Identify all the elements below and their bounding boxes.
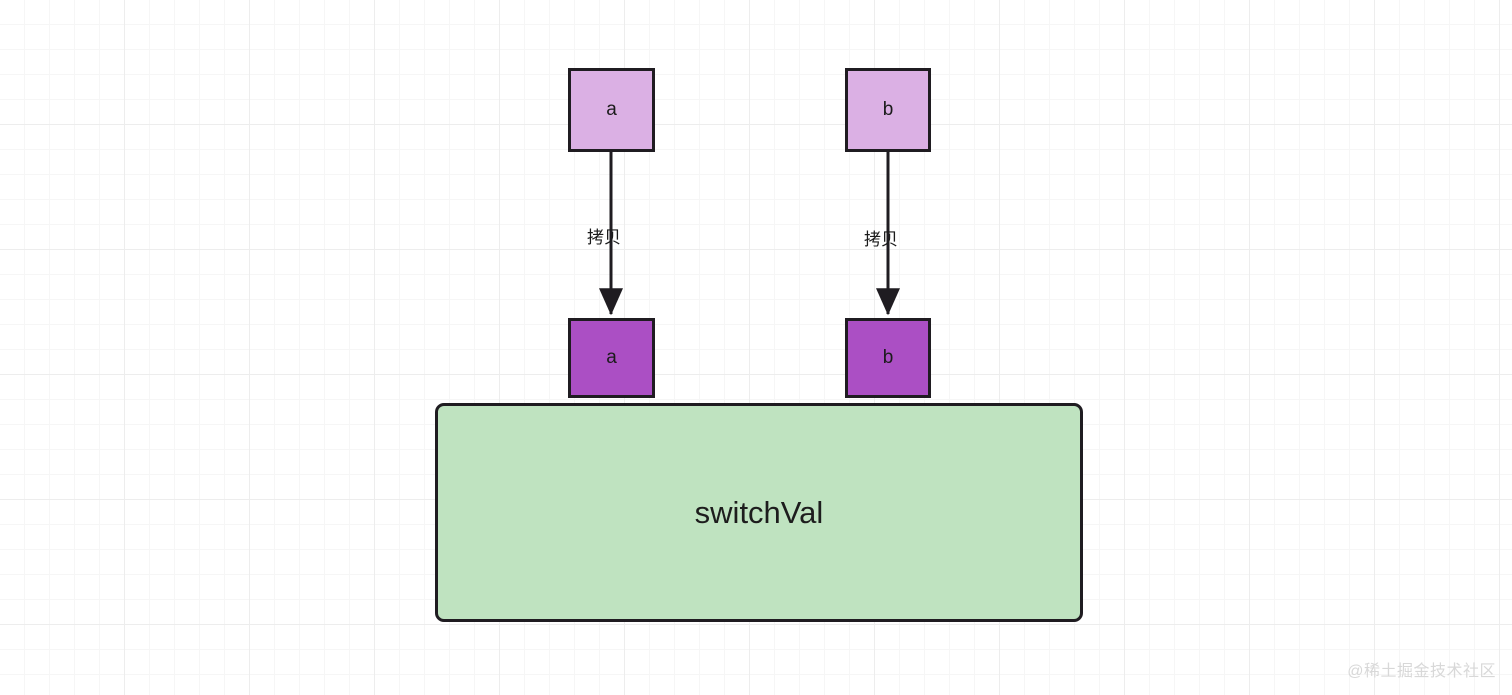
- dest-node-a[interactable]: a: [568, 318, 655, 398]
- edge-label-copy-b-text: 拷贝: [864, 230, 898, 249]
- source-node-b[interactable]: b: [845, 68, 931, 152]
- source-node-a-label: a: [606, 99, 617, 120]
- source-node-b-label: b: [882, 99, 894, 120]
- dest-node-b-label: b: [882, 347, 894, 368]
- edge-label-copy-b: 拷贝: [864, 231, 898, 248]
- container-switchval[interactable]: switchVal: [435, 403, 1083, 622]
- source-node-a[interactable]: a: [568, 68, 655, 152]
- edge-label-copy-a-text: 拷贝: [587, 228, 621, 247]
- watermark: @稀土掘金技术社区: [1347, 663, 1496, 680]
- dest-node-a-label: a: [606, 347, 617, 368]
- container-switchval-label: switchVal: [694, 494, 824, 530]
- edge-label-copy-a: 拷贝: [587, 229, 621, 246]
- dest-node-b[interactable]: b: [845, 318, 931, 398]
